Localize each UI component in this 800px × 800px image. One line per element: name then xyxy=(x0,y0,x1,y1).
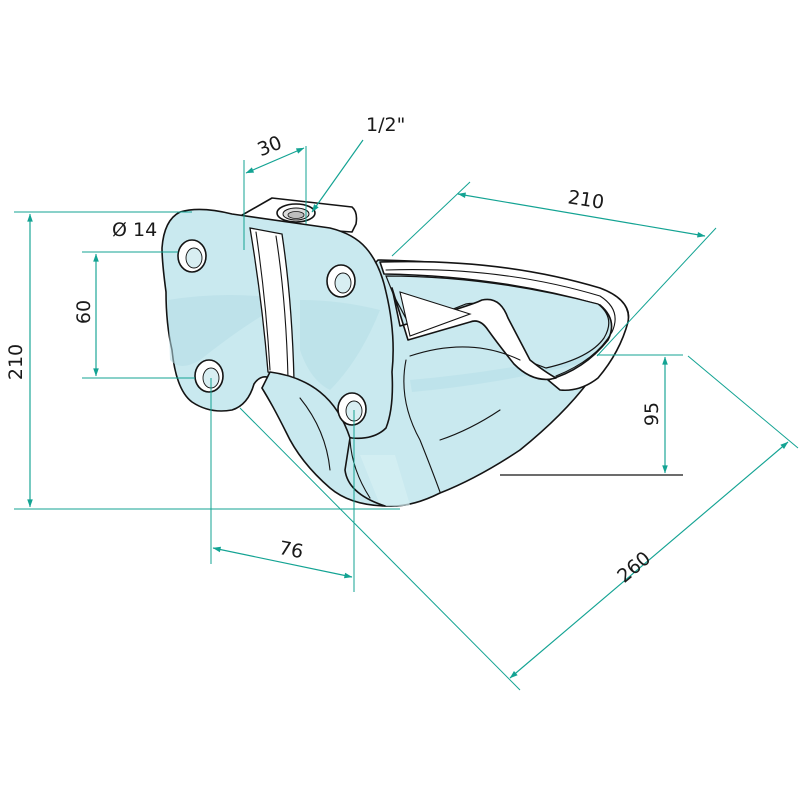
dimension-thread: 1/2" xyxy=(311,114,405,213)
dimension-bowl-width-label: 210 xyxy=(566,186,605,213)
dimension-hole-diameter: Ø 14 xyxy=(112,219,157,241)
drinking-bowl-illustration xyxy=(161,197,683,508)
mounting-hole-top-left xyxy=(177,239,207,273)
dimension-bowl-depth: 95 xyxy=(597,354,683,474)
dimension-overall-height-label: 210 xyxy=(5,344,27,380)
dimension-inlet-offset-label: 30 xyxy=(254,132,285,161)
mounting-holes xyxy=(177,239,367,426)
dimension-hole-diameter-label: Ø 14 xyxy=(112,219,157,241)
mounting-hole-bottom-left xyxy=(194,359,224,393)
dimension-bowl-depth-label: 95 xyxy=(641,402,663,426)
dimension-thread-label: 1/2" xyxy=(366,114,405,136)
valve-paddle xyxy=(391,287,557,381)
dimension-hole-spacing-vertical: 60 xyxy=(73,251,195,379)
mounting-hole-bottom-right xyxy=(337,392,367,426)
dimension-hole-spacing-horizontal-label: 76 xyxy=(277,537,305,563)
dimension-hole-spacing-horizontal: 76 xyxy=(210,378,355,592)
mounting-hole-top-right xyxy=(326,264,356,298)
dimension-overall-height: 210 xyxy=(5,211,400,510)
dimension-overall-length-label: 260 xyxy=(613,547,655,587)
dimension-hole-spacing-vertical-label: 60 xyxy=(73,300,95,324)
